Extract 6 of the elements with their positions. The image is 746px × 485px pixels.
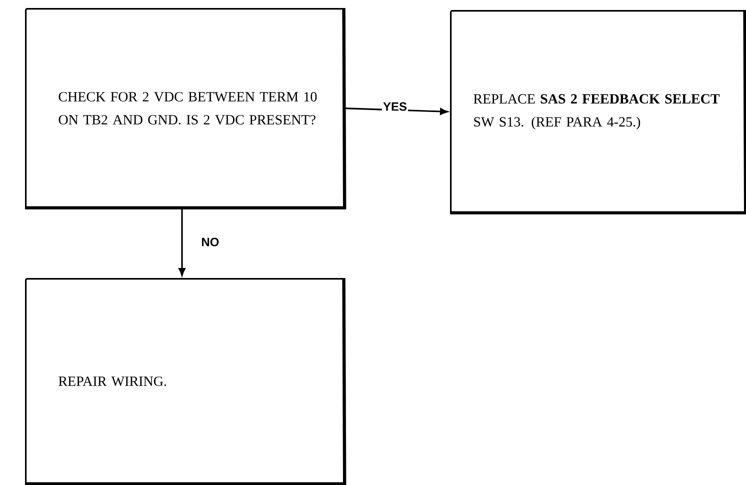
- edge-label: YES: [382, 101, 408, 112]
- process-box: CHECK FOR 2 VDC BETWEEN TERM 10 ON TB2 AND GND. IS 2 VDC PRESENT?: [25, 8, 346, 210]
- edge-label: NO: [200, 236, 220, 248]
- process-box: REPLACE SAS 2 FEEDBACK SELECT SW S13. (REF PARA 4-25.): [450, 10, 746, 214]
- arrow: [178, 208, 186, 276]
- process-box: REPAIR WIRING.: [25, 278, 346, 485]
